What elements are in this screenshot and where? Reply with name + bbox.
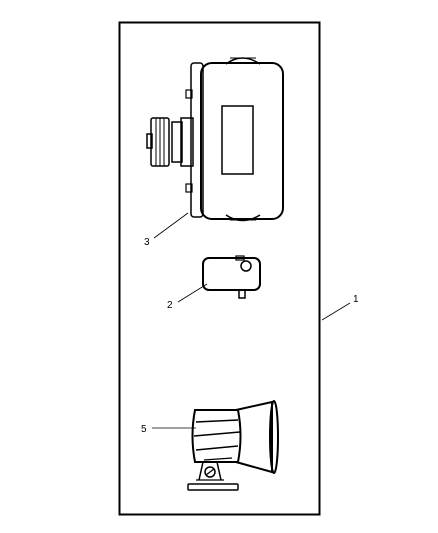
callout-1: 1 (353, 294, 359, 305)
sensor (202, 255, 261, 299)
control-module (146, 57, 284, 222)
leader-2 (177, 283, 208, 303)
leader-1 (321, 302, 351, 321)
leader-3 (153, 212, 189, 239)
callout-3: 3 (144, 237, 150, 248)
callout-2: 2 (167, 300, 173, 311)
siren-horn (187, 400, 279, 491)
kit-frame (118, 21, 321, 516)
callout-5: 5 (141, 424, 147, 435)
